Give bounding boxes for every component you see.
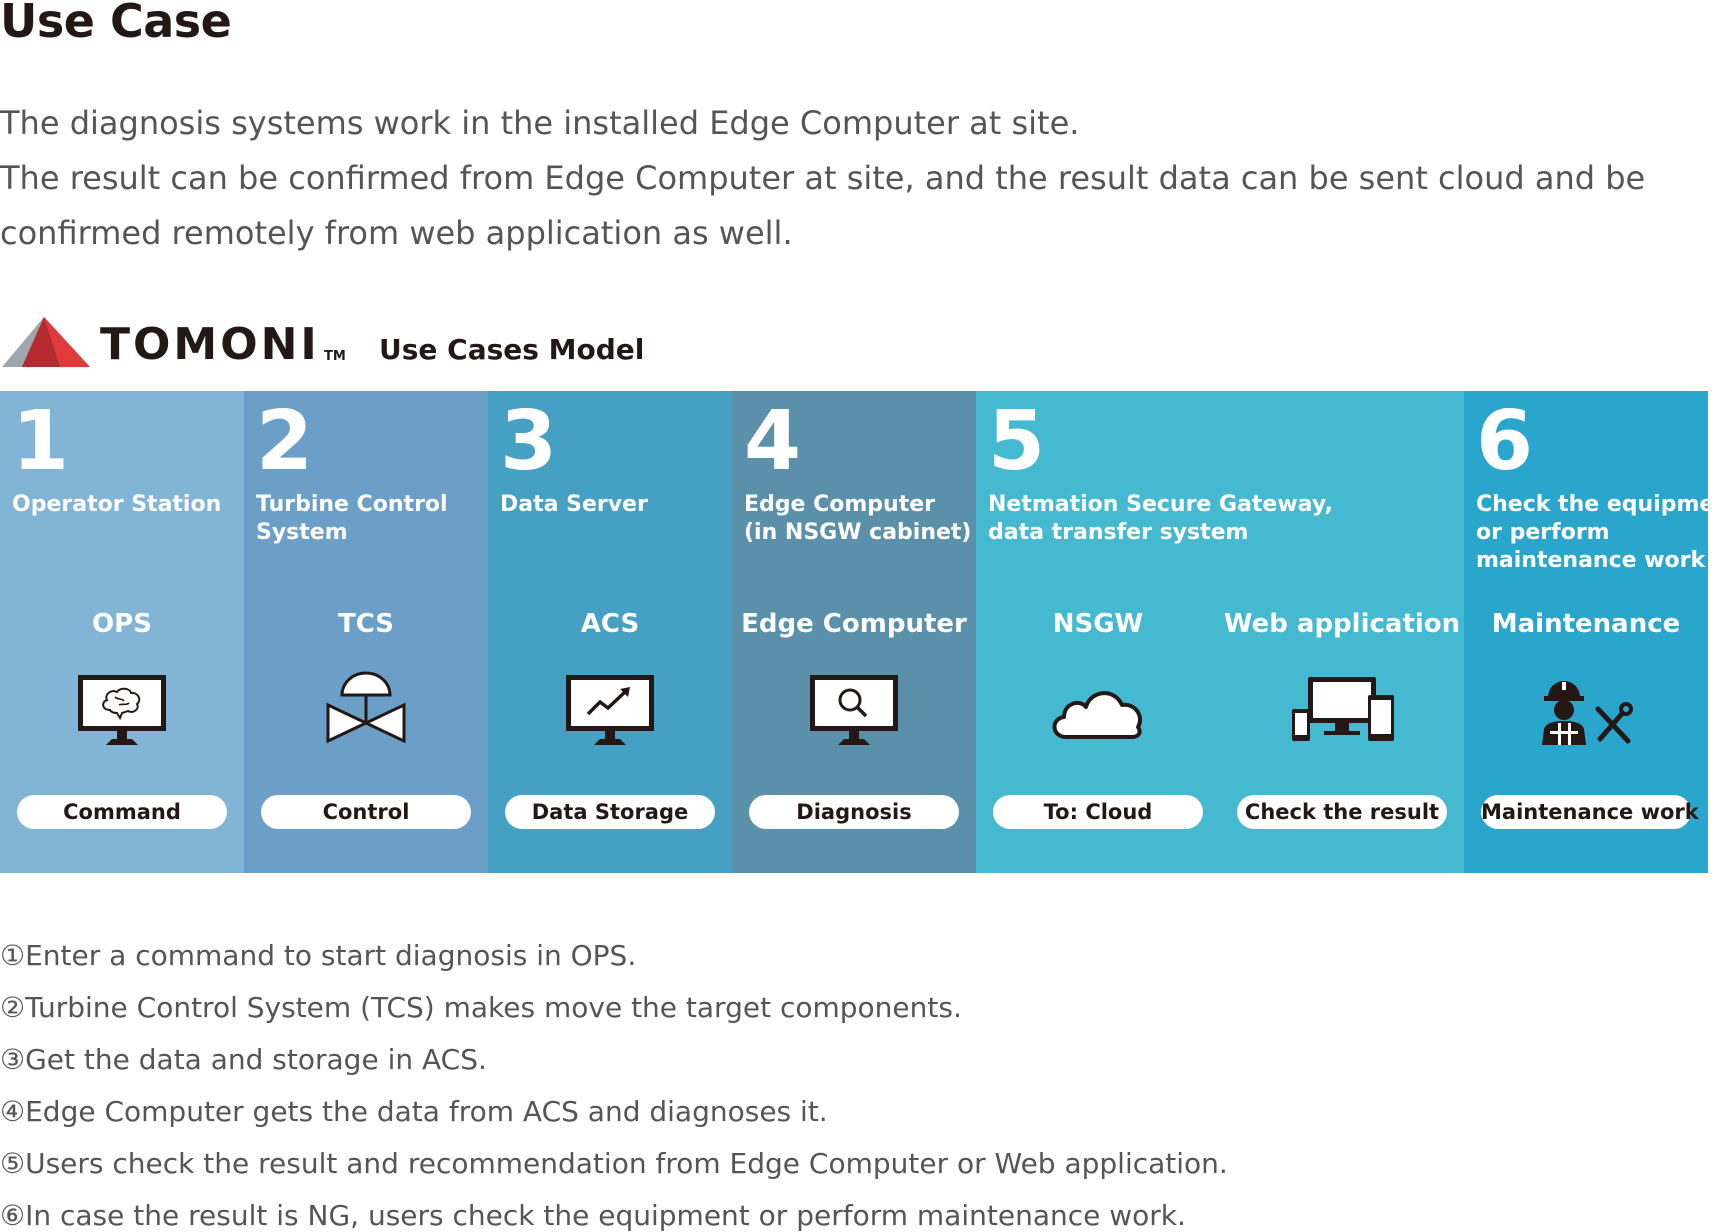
steps-list: ①Enter a command to start diagnosis in O… <box>0 930 1228 1232</box>
unit-label: Edge Computer <box>741 609 967 639</box>
column-heading: Check the equipment or perform maintenance… <box>1476 491 1712 575</box>
column-heading: Netmation Secure Gateway, data transfer s… <box>988 491 1333 547</box>
column-heading-line: Data Server <box>500 492 648 517</box>
action-pill: Diagnosis <box>749 795 959 829</box>
action-pill: Check the result <box>1237 795 1447 829</box>
tomoni-logo-icon <box>2 317 90 367</box>
step-number: 5 <box>988 394 1046 489</box>
unit-label: OPS <box>92 609 152 639</box>
worker-tools-icon <box>1542 681 1633 745</box>
step-item: ④Edge Computer gets the data from ACS an… <box>0 1095 828 1128</box>
unit-label: Web application <box>1223 609 1461 639</box>
step-number: 4 <box>744 394 802 489</box>
valve-icon <box>326 671 406 744</box>
cloud-icon <box>1052 691 1142 739</box>
column-heading-line: or perform <box>1476 520 1610 545</box>
intro-line: The result can be confirmed from Edge Co… <box>0 159 1646 197</box>
trademark: TM <box>324 349 346 364</box>
intro-text: The diagnosis systems work in the instal… <box>0 96 1712 261</box>
logo-row: TOMONI TM Use Cases Model <box>0 313 700 373</box>
intro-line: confirmed remotely from web application … <box>0 214 793 252</box>
column-heading-line: Edge Computer <box>744 492 935 517</box>
action-pill: To: Cloud <box>993 795 1203 829</box>
action-pill: Command <box>17 795 227 829</box>
system-unit: NSGW To: Cloud <box>976 391 1220 873</box>
monitor-brain-icon <box>78 675 166 745</box>
model-label: Use Cases Model <box>379 333 645 366</box>
column-heading: Data Server <box>500 491 648 519</box>
system-unit: ACS Data Storage <box>488 391 732 873</box>
devices-icon <box>1292 677 1394 741</box>
column-heading-line: (in NSGW cabinet) <box>744 520 972 545</box>
system-unit: OPS Command <box>0 391 244 873</box>
system-unit: TCS Control <box>244 391 488 873</box>
page-title: Use Case <box>0 0 232 48</box>
step-item: ③Get the data and storage in ACS. <box>0 1043 487 1076</box>
step-item: ⑤Users check the result and recommendati… <box>0 1147 1228 1180</box>
step-number: 1 <box>12 394 70 489</box>
column-heading-line: Check the equipment <box>1476 492 1712 517</box>
monitor-magnifier-icon <box>810 675 898 745</box>
column-heading-line: maintenance work <box>1476 548 1706 573</box>
unit-label: TCS <box>337 609 395 639</box>
step-number: 3 <box>500 394 558 489</box>
step-item: ⑥In case the result is NG, users check t… <box>0 1199 1186 1232</box>
column-heading: Edge Computer (in NSGW cabinet) <box>744 491 972 547</box>
action-pill: Control <box>261 795 471 829</box>
action-pill: Data Storage <box>505 795 715 829</box>
unit-label: Maintenance <box>1491 609 1681 639</box>
column-heading-line: Turbine Control <box>256 492 448 517</box>
step-item: ①Enter a command to start diagnosis in O… <box>0 939 637 972</box>
unit-label: NSGW <box>1052 609 1144 639</box>
step-number: 6 <box>1476 394 1534 489</box>
logo-name: TOMONI <box>100 319 320 370</box>
column-heading-line: data transfer system <box>988 520 1249 545</box>
unit-label: ACS <box>580 609 640 639</box>
step-item: ②Turbine Control System (TCS) makes move… <box>0 991 962 1024</box>
step-number: 2 <box>256 394 314 489</box>
column-heading-line: Operator Station <box>12 492 222 517</box>
column-heading-line: Netmation Secure Gateway, <box>988 492 1333 517</box>
column-heading-line: System <box>256 520 348 545</box>
column-heading: Operator Station <box>12 491 221 519</box>
intro-line: The diagnosis systems work in the instal… <box>0 104 1080 142</box>
monitor-chart-icon <box>566 675 654 745</box>
action-pill: Maintenance work <box>1481 795 1699 829</box>
